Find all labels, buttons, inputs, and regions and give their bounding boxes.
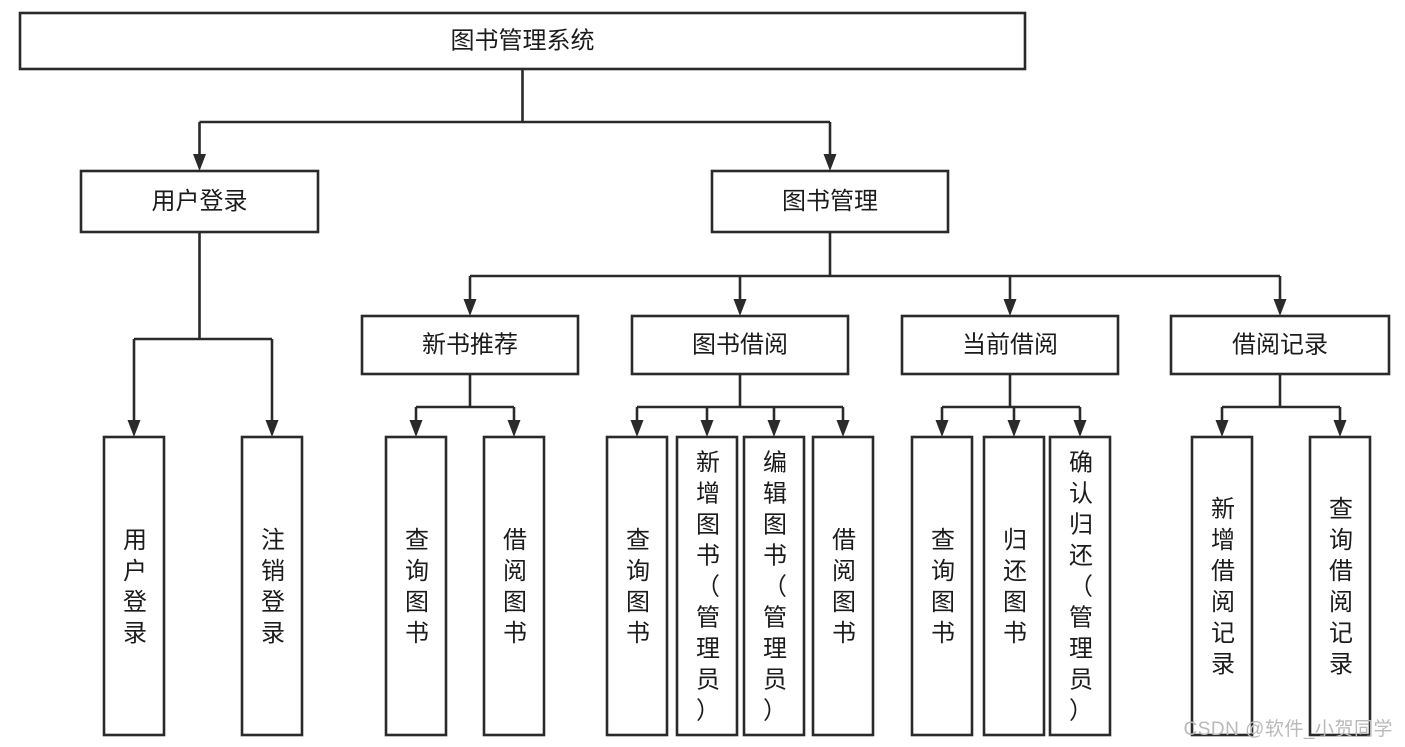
node-leaf_11[interactable]: 确认归还（管理员） (1048, 435, 1112, 737)
csdn-watermark: CSDN @软件_小贺同学 (1183, 719, 1393, 740)
arrow-head-icon (630, 420, 644, 437)
node-l3_2[interactable]: 图书借阅 (630, 314, 850, 376)
node-l3_4[interactable]: 借阅记录 (1169, 314, 1391, 376)
node-box[interactable] (102, 435, 166, 737)
node-label: 图书借阅 (692, 331, 788, 358)
node-label: 借阅记录 (1232, 331, 1328, 358)
arrow-head-icon (1273, 299, 1287, 316)
node-box[interactable] (482, 435, 546, 737)
arrow-head-icon (1003, 299, 1017, 316)
node-box[interactable] (900, 314, 1120, 376)
node-leaf_13[interactable]: 查询借阅记录 (1308, 435, 1372, 737)
arrow-head-icon (463, 299, 477, 316)
node-box[interactable] (811, 435, 875, 737)
arrow-head-icon (733, 299, 747, 316)
node-leaf_1[interactable]: 用户登录 (102, 435, 166, 737)
arrow-head-icon (1007, 420, 1021, 437)
arrow-head-icon (935, 420, 949, 437)
node-l2_2[interactable]: 图书管理 (710, 169, 950, 234)
node-layer: 图书管理系统用户登录图书管理新书推荐图书借阅当前借阅借阅记录用户登录注销登录查询… (18, 11, 1391, 737)
node-box[interactable] (605, 435, 669, 737)
arrow-head-icon (767, 420, 781, 437)
node-l2_1[interactable]: 用户登录 (79, 169, 320, 234)
node-box[interactable] (79, 169, 320, 234)
node-label: 编辑图书（管理员） (763, 450, 787, 725)
arrow-head-icon (1333, 420, 1347, 437)
node-box[interactable] (675, 435, 739, 737)
node-label: 借阅图书 (503, 527, 527, 647)
arrow-head-icon (127, 420, 141, 437)
node-l3_3[interactable]: 当前借阅 (900, 314, 1120, 376)
node-leaf_6[interactable]: 新增图书（管理员） (675, 435, 739, 737)
arrow-head-icon (700, 420, 714, 437)
node-leaf_10[interactable]: 归还图书 (982, 435, 1046, 737)
node-box[interactable] (1190, 435, 1254, 737)
arrow-head-icon (193, 154, 206, 171)
node-label: 图书管理系统 (451, 27, 595, 54)
node-box[interactable] (384, 435, 448, 737)
node-label: 用户登录 (152, 188, 248, 215)
node-label: 查询图书 (405, 527, 429, 647)
node-box[interactable] (240, 435, 304, 737)
node-leaf_4[interactable]: 借阅图书 (482, 435, 546, 737)
node-label: 查询图书 (931, 527, 955, 647)
node-label: 借阅图书 (832, 527, 856, 647)
arrow-head-icon (823, 154, 837, 171)
node-leaf_2[interactable]: 注销登录 (240, 435, 304, 737)
node-label: 注销登录 (261, 527, 285, 647)
node-box[interactable] (742, 435, 806, 737)
node-label: 用户登录 (123, 527, 147, 647)
node-box[interactable] (910, 435, 974, 737)
arrow-head-icon (507, 420, 521, 437)
arrow-head-icon (1215, 420, 1229, 437)
node-box[interactable] (1308, 435, 1372, 737)
arrow-head-icon (1073, 420, 1087, 437)
node-label: 新书推荐 (422, 331, 518, 358)
node-label: 当前借阅 (962, 331, 1058, 358)
node-label: 确认归还（管理员） (1069, 450, 1093, 725)
node-label: 归还图书 (1003, 527, 1027, 647)
node-leaf_7[interactable]: 编辑图书（管理员） (742, 435, 806, 737)
node-box[interactable] (360, 314, 580, 376)
node-l3_1[interactable]: 新书推荐 (360, 314, 580, 376)
node-box[interactable] (982, 435, 1046, 737)
node-leaf_12[interactable]: 新增借阅记录 (1190, 435, 1254, 737)
node-box[interactable] (1169, 314, 1391, 376)
node-label: 新增借阅记录 (1211, 496, 1235, 678)
node-label: 查询借阅记录 (1329, 496, 1353, 678)
node-leaf_3[interactable]: 查询图书 (384, 435, 448, 737)
arrow-head-icon (265, 420, 279, 437)
node-leaf_5[interactable]: 查询图书 (605, 435, 669, 737)
node-box[interactable] (1048, 435, 1112, 737)
node-box[interactable] (710, 169, 950, 234)
connector-layer (127, 69, 1347, 437)
node-leaf_8[interactable]: 借阅图书 (811, 435, 875, 737)
arrow-head-icon (836, 420, 850, 437)
node-box[interactable] (630, 314, 850, 376)
node-root[interactable]: 图书管理系统 (18, 11, 1027, 71)
arrow-head-icon (409, 420, 423, 437)
node-label: 新增图书（管理员） (696, 450, 720, 725)
node-leaf_9[interactable]: 查询图书 (910, 435, 974, 737)
node-box[interactable] (18, 11, 1027, 71)
node-label: 图书管理 (782, 188, 878, 215)
node-label: 查询图书 (626, 527, 650, 647)
